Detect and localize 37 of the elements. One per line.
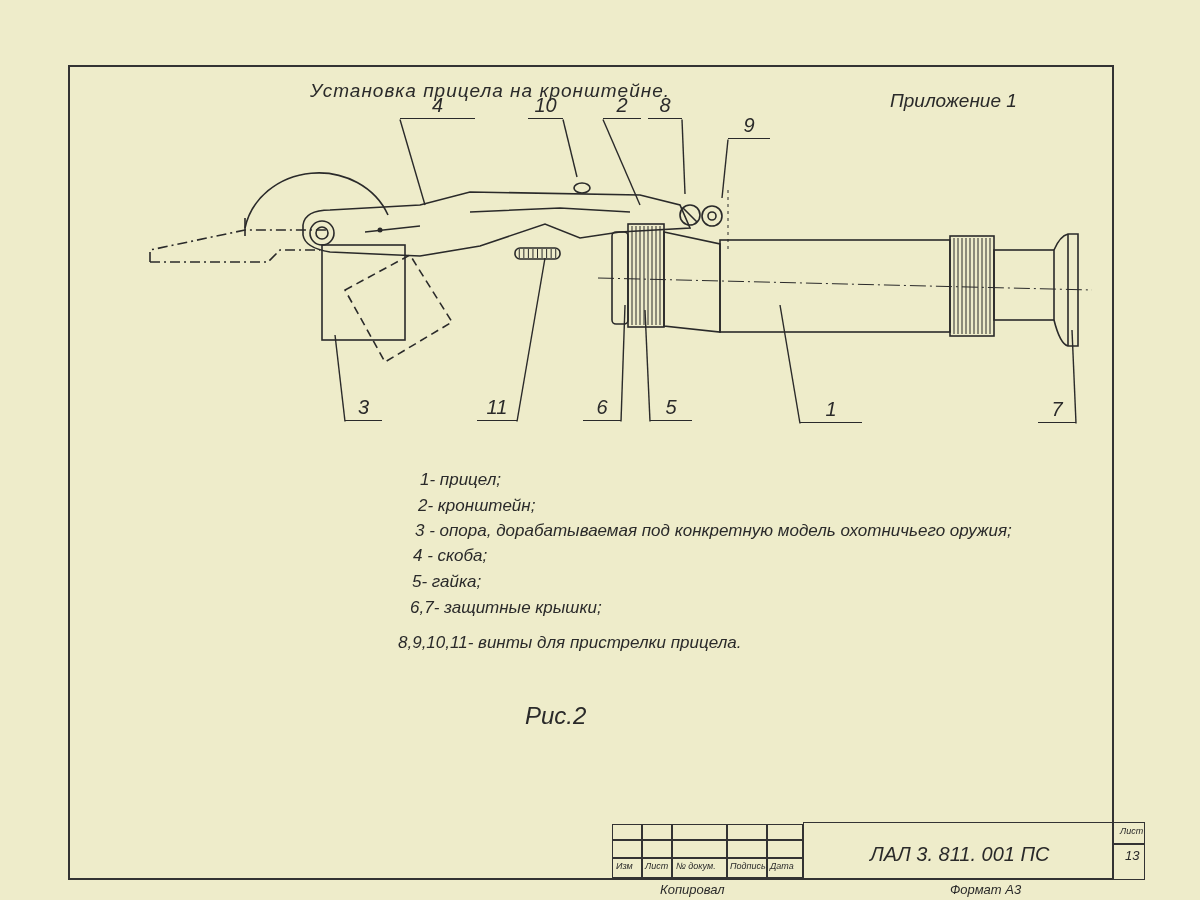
leader-line: [644, 309, 651, 423]
leader-line: [779, 304, 801, 425]
legend-item: 3 - опора, дорабатываемая под конкретную модель охотничьего оружия;: [415, 521, 1012, 541]
appendix-label: Приложение 1: [890, 90, 1017, 112]
callout-number: 11: [477, 396, 517, 421]
title-block-text: № докум.: [676, 861, 716, 871]
leader-line: [1071, 329, 1077, 425]
title-block-text: Формат А3: [950, 882, 1022, 897]
leader-line: [721, 138, 729, 199]
legend-item: 6,7- защитные крышки;: [410, 598, 602, 618]
leader-line: [516, 257, 546, 423]
leader-line: [399, 118, 426, 206]
title-block-text: Копировал: [660, 882, 725, 897]
legend-item: 4 - скоба;: [413, 546, 488, 566]
title-block-text: ЛАЛ 3. 811. 001 ПС: [870, 843, 1050, 866]
figure-caption: Рис.2: [525, 702, 587, 730]
leader-line: [681, 118, 686, 195]
title-block-text: Лист: [1120, 826, 1144, 836]
leader-line: [620, 304, 626, 423]
callout-number: 3: [345, 396, 382, 421]
title-block-text: 13: [1125, 848, 1140, 863]
leader-line: [602, 118, 641, 206]
legend-item: 8,9,10,11- винты для пристрелки прицела.: [398, 633, 742, 653]
title-block-text: Изм: [616, 861, 633, 871]
callout-number: 1: [800, 398, 862, 423]
leader-line: [562, 118, 578, 178]
callout-number: 5: [650, 396, 692, 421]
title-block-text: Подпись: [730, 861, 766, 871]
legend-item: 1- прицел;: [420, 470, 502, 490]
leader-line: [334, 334, 346, 423]
title-block-text: Дата: [770, 861, 794, 871]
legend-item: 2- кронштейн;: [418, 496, 536, 516]
title-block-text: Лист: [645, 861, 669, 871]
callout-number: 6: [583, 396, 621, 421]
callout-number: 9: [728, 114, 770, 139]
legend-item: 5- гайка;: [412, 572, 482, 592]
callout-number: 7: [1038, 398, 1076, 423]
